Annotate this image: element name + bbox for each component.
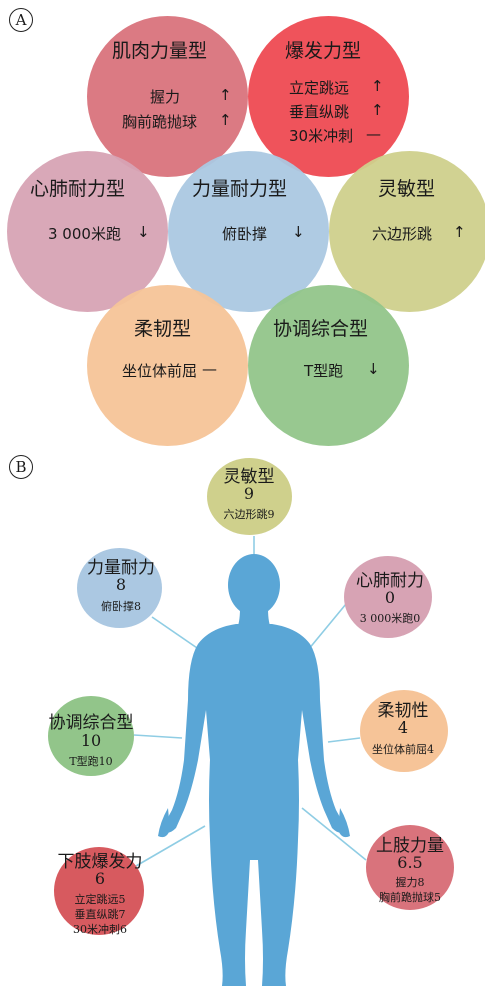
explosive-item-1-arrow: ↑ — [371, 77, 384, 95]
lower-limb-bubble — [54, 847, 144, 935]
flexibility-bubble — [360, 690, 448, 772]
muscle-item-1: 握力 — [150, 88, 181, 106]
lower-limb-sub-2: 垂直纵跳7 — [74, 908, 126, 921]
explosive-item-3: 30米冲刺 — [289, 127, 354, 145]
muscle-item-2-arrow: ↑ — [219, 111, 232, 129]
connector-lower-limb — [135, 825, 206, 867]
agility-item-1-arrow: ↑ — [453, 223, 466, 241]
cardio-bubble — [344, 556, 432, 638]
cardio-name: 心肺耐力 — [356, 571, 424, 591]
connector-strength-endurance — [151, 616, 201, 651]
endurance-item-1-arrow: ↓ — [292, 223, 305, 241]
upper-limb-sub-1: 握力8 — [395, 876, 425, 889]
explosive-item-3-arrow: — — [366, 125, 381, 143]
muscle-strength-circle — [87, 16, 248, 177]
cardio-item-1-arrow: ↓ — [137, 223, 150, 241]
connector-coordination — [133, 734, 183, 739]
agility-item-1: 六边形跳 — [372, 225, 433, 243]
upper-limb-name: 上肢力量 — [376, 836, 444, 856]
cardio-score: 0 — [384, 588, 396, 607]
explosive-power-title: 爆发力型 — [285, 40, 362, 62]
cardio-item-1: 3 000米跑 — [48, 225, 121, 243]
strength-endurance-circle — [168, 151, 329, 312]
coordination-item-1: T型跑 — [304, 362, 344, 380]
agility-bubble — [207, 458, 292, 535]
endurance-item-1: 俯卧撑 — [222, 225, 268, 243]
panel-b-label: B — [9, 455, 33, 479]
agility-sub-1: 六边形跳9 — [223, 508, 275, 521]
coordination-bubble — [48, 696, 134, 776]
connector-upper-limb — [301, 807, 367, 861]
upper-limb-score: 6.5 — [397, 853, 423, 872]
flexibility-item-1-arrow: — — [202, 360, 217, 378]
agility-name: 灵敏型 — [223, 467, 275, 487]
panel-a-label: A — [9, 8, 33, 32]
lower-limb-sub-1: 立定跳远5 — [74, 893, 126, 906]
lower-limb-sub-3: 30米冲刺6 — [73, 923, 127, 936]
coordination-score: 10 — [80, 731, 102, 750]
muscle-strength-title: 肌肉力量型 — [112, 40, 208, 62]
strength-endurance-title: 力量耐力型 — [192, 178, 288, 200]
human-silhouette — [158, 554, 350, 986]
muscle-item-2: 胸前跪抛球 — [122, 113, 198, 131]
lower-limb-score: 6 — [94, 869, 106, 888]
agility-title: 灵敏型 — [378, 178, 436, 200]
explosive-item-2: 垂直纵跳 — [289, 103, 350, 121]
coordination-name: 协调综合型 — [48, 713, 134, 733]
connector-cardio — [307, 603, 347, 651]
flexibility-name: 柔韧性 — [377, 701, 429, 721]
flexibility-item-1: 坐位体前屈 — [122, 362, 198, 380]
explosive-item-1: 立定跳远 — [289, 79, 350, 97]
coordination-title: 协调综合型 — [273, 318, 369, 340]
upper-limb-sub-2: 胸前跪抛球5 — [379, 891, 441, 904]
agility-score: 9 — [243, 484, 255, 503]
coordination-sub-1: T型跑10 — [69, 755, 113, 768]
cardio-endurance-circle — [7, 151, 168, 312]
strength-endurance-score: 8 — [115, 575, 127, 594]
connector-flexibility — [327, 737, 361, 743]
flexibility-title: 柔韧型 — [134, 318, 192, 340]
strength-endurance-sub-1: 俯卧撑8 — [101, 600, 141, 613]
coordination-circle — [248, 285, 409, 446]
explosive-power-circle — [248, 16, 409, 177]
cardio-sub-1: 3 000米跑0 — [359, 612, 421, 625]
lower-limb-name: 下肢爆发力 — [57, 852, 143, 872]
strength-endurance-name: 力量耐力 — [87, 558, 155, 578]
explosive-item-2-arrow: ↑ — [371, 101, 384, 119]
coordination-item-1-arrow: ↓ — [367, 360, 380, 378]
upper-limb-bubble — [366, 825, 454, 910]
cardio-endurance-title: 心肺耐力型 — [30, 178, 126, 200]
muscle-item-1-arrow: ↑ — [219, 86, 232, 104]
flexibility-score: 4 — [397, 718, 409, 737]
flexibility-sub-1: 坐位体前屈4 — [372, 743, 434, 756]
strength-endurance-bubble — [77, 548, 162, 628]
agility-circle — [329, 151, 485, 312]
flexibility-circle — [87, 285, 248, 446]
